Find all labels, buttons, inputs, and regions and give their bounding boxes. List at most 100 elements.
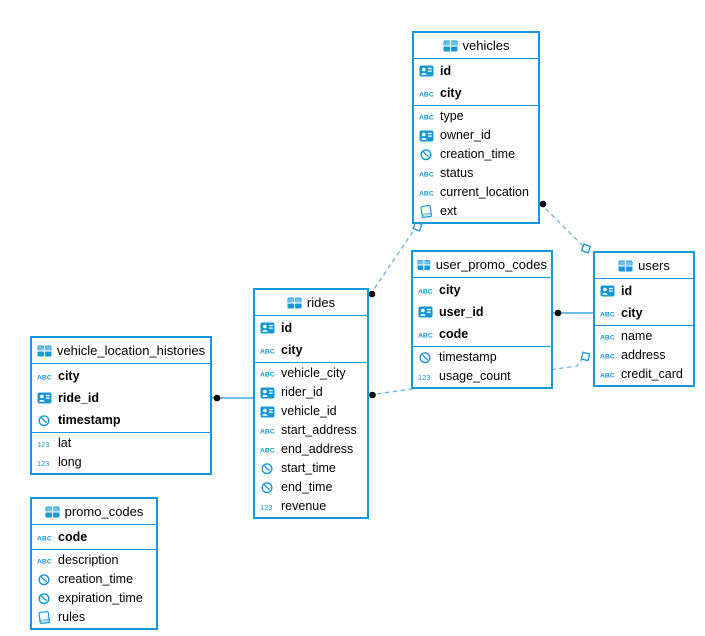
column-label: end_time — [281, 480, 333, 495]
column-label: city — [440, 85, 462, 100]
relationship-user_promo_codes-users[interactable] — [553, 309, 593, 317]
table-header[interactable]: vehicle_location_histories — [32, 338, 210, 364]
timestamp-clock-icon — [37, 573, 54, 586]
table-grid-icon — [618, 260, 633, 272]
table-header[interactable]: promo_codes — [32, 499, 156, 525]
column-label: name — [621, 329, 653, 344]
column-label: timestamp — [439, 350, 497, 365]
id-card-icon — [37, 392, 54, 404]
relationship-vehicles-users[interactable] — [539, 200, 592, 254]
relationship-rides-users[interactable] — [368, 351, 591, 399]
column-label: creation_time — [58, 572, 134, 587]
table-header[interactable]: user_promo_codes — [413, 252, 551, 278]
column-label: description — [58, 553, 119, 568]
column-id: id — [595, 280, 693, 302]
relationship-vehicle_location_histories-rides[interactable] — [212, 394, 253, 402]
id-card-icon — [260, 387, 277, 399]
text-abc-icon: ABC — [419, 187, 436, 198]
table-header[interactable]: rides — [255, 290, 367, 316]
column-id: id — [414, 60, 538, 82]
column-label: rules — [58, 610, 86, 625]
svg-text:ABC: ABC — [37, 535, 52, 542]
column-label: id — [621, 283, 633, 298]
text-abc-icon: ABC — [37, 532, 54, 543]
column-city: ABC city — [595, 302, 693, 324]
table-grid-icon — [45, 506, 60, 518]
column-label: code — [58, 529, 88, 544]
primary-key-section: ABC code — [32, 525, 156, 549]
column-timestamp: timestamp — [32, 409, 210, 431]
id-card-icon — [600, 285, 617, 297]
svg-text:ABC: ABC — [260, 372, 275, 379]
svg-text:ABC: ABC — [600, 373, 615, 380]
relationship-square-endpoint — [580, 243, 592, 254]
column-start_time: start_time — [255, 459, 367, 478]
column-timestamp: timestamp — [413, 348, 551, 367]
column-label: creation_time — [440, 147, 516, 162]
column-label: city — [439, 282, 461, 297]
table-grid-icon — [37, 345, 52, 357]
timestamp-clock-icon — [260, 462, 277, 475]
column-label: start_time — [281, 461, 336, 476]
column-label: user_id — [439, 304, 484, 319]
id-card-icon — [260, 322, 277, 334]
timestamp-clock-icon — [260, 481, 277, 494]
column-label: timestamp — [58, 412, 121, 427]
number-123-icon: 123 — [418, 371, 435, 382]
json-document-icon: JSON — [419, 205, 436, 218]
timestamp-clock-icon — [419, 148, 436, 161]
column-user_id: user_id — [413, 301, 551, 323]
timestamp-clock-icon — [37, 414, 54, 427]
column-code: ABC code — [32, 526, 156, 548]
relationship-line[interactable] — [369, 229, 415, 296]
relationship-line[interactable] — [368, 357, 584, 396]
number-123-icon: 123 — [37, 457, 54, 468]
relationship-dot-endpoint — [368, 290, 376, 298]
relationship-dot-endpoint — [554, 309, 562, 317]
column-label: rider_id — [281, 385, 323, 400]
text-abc-icon: ABC — [600, 308, 617, 319]
text-abc-icon: ABC — [260, 345, 277, 356]
column-label: ext — [440, 204, 457, 219]
relationship-line[interactable] — [539, 202, 584, 247]
column-label: vehicle_id — [281, 404, 337, 419]
column-label: owner_id — [440, 128, 491, 143]
table-title: promo_codes — [64, 504, 144, 519]
number-123-icon: 123 — [37, 438, 54, 449]
column-label: credit_card — [621, 367, 683, 382]
timestamp-clock-icon — [37, 592, 54, 605]
number-123-icon: 123 — [260, 501, 277, 512]
text-abc-icon: ABC — [37, 555, 54, 566]
column-label: address — [621, 348, 666, 363]
column-section: ABC description creation_time expiration_ti… — [32, 549, 156, 628]
table-grid-icon — [287, 297, 302, 309]
table-header[interactable]: users — [595, 253, 693, 279]
table-header[interactable]: vehicles — [414, 33, 538, 59]
column-expiration_time: expiration_time — [32, 589, 156, 608]
column-label: city — [621, 305, 643, 320]
column-label: expiration_time — [58, 591, 143, 606]
relationship-dot-endpoint — [369, 391, 376, 399]
svg-text:JSON: JSON — [40, 618, 51, 623]
